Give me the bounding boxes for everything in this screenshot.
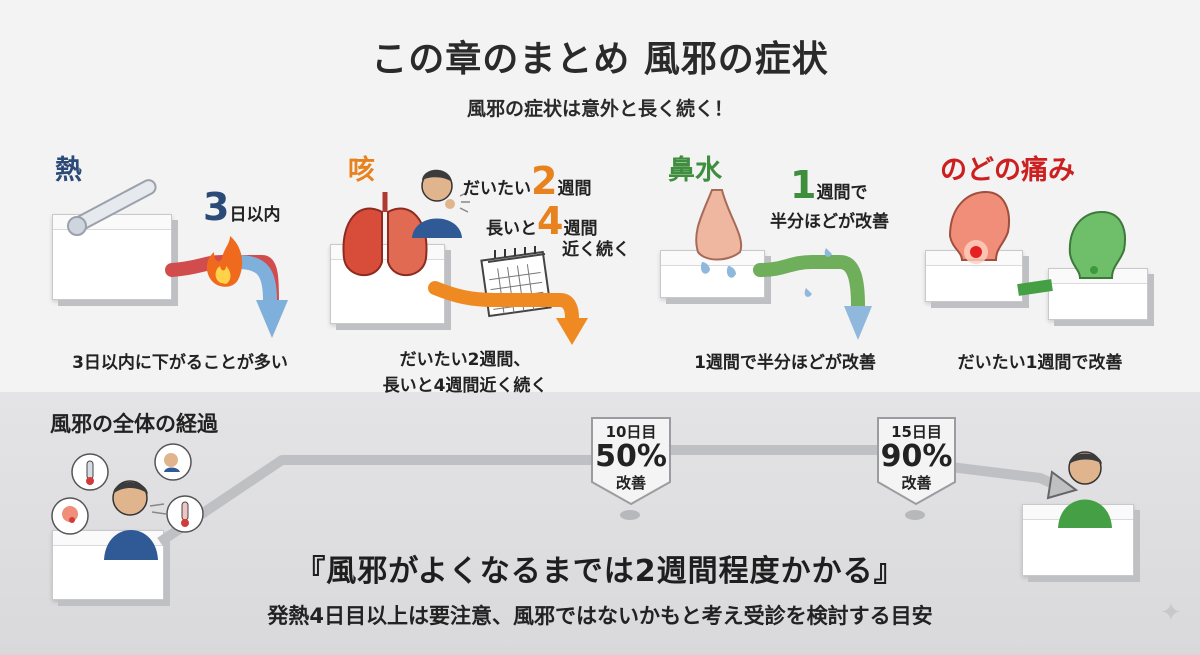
cough-number-4: 4	[537, 199, 564, 243]
sparkle-icon: ✦	[1160, 598, 1182, 628]
cough-caption-line2: 長いと4週間近く続く	[382, 376, 548, 396]
nose-icon	[695, 189, 743, 278]
cough-duration-line1: だいたい2週間	[463, 159, 592, 203]
cough-number-2: 2	[531, 159, 558, 203]
nose-caption: 1週間で半分ほどが改善	[694, 353, 876, 373]
summary-note: 発熱4日目以上は要注意、風邪ではないかもと考え受診を検討する目安	[267, 604, 933, 628]
coughing-person-icon	[412, 169, 470, 238]
runny-nose-title: 鼻水	[668, 155, 722, 186]
fever-duration: 3日以内	[203, 188, 280, 227]
lungs-icon	[342, 192, 428, 277]
milestone-10-label: 改善	[615, 474, 646, 492]
milestone-15-label: 改善	[901, 474, 932, 492]
page-title: この章のまとめ 風邪の症状	[371, 39, 829, 80]
sore-throat-title: のどの痛み	[940, 155, 1075, 186]
thermometer-icon	[67, 179, 157, 236]
milestone-15-percent: 90%	[880, 439, 953, 474]
nose-duration-line2: 半分ほどが改善	[770, 212, 889, 232]
sore-throat-bubble-icon	[51, 497, 89, 535]
fever-caption: 3日以内に下がることが多い	[72, 353, 288, 373]
cough-caption-line1: だいたい2週間、	[399, 350, 531, 370]
page-subtitle: 風邪の症状は意外と長く続く！	[466, 98, 733, 120]
fever-title: 熱	[55, 155, 82, 186]
milestone-15: 15日目 90% 改善	[878, 421, 955, 493]
thermometer-bubble-icon	[71, 453, 109, 491]
sore-throat-caption: だいたい1週間で改善	[957, 353, 1123, 373]
sick-person-icon	[104, 480, 167, 560]
milestone-15-callout	[877, 417, 956, 506]
cough-bubble-icon	[154, 443, 192, 481]
cough-duration-line3: 近く続く	[562, 240, 630, 260]
fire-icon	[206, 236, 243, 287]
nose-arrow	[753, 255, 865, 313]
cough-duration-line2: 長いと4週間	[486, 199, 598, 243]
cough-arrow	[428, 281, 579, 325]
timeline-heading: 風邪の全体の経過	[50, 412, 218, 436]
fever-big-number: 3	[203, 185, 230, 229]
milestone-10: 10日目 50% 改善	[592, 421, 670, 493]
milestone-10-day: 10日目	[605, 423, 657, 441]
milestone-10-percent: 50%	[595, 439, 667, 474]
milestone-10-callout	[591, 417, 671, 506]
thermometer-hot-bubble-icon	[166, 495, 204, 533]
milestone-15-day: 15日目	[891, 423, 942, 441]
healthy-head-icon	[1068, 210, 1126, 279]
throat-arrow	[1017, 279, 1053, 296]
recovered-person-icon	[1058, 451, 1112, 528]
timeline-path	[157, 445, 1061, 547]
cough-title: 咳	[348, 155, 375, 186]
summary-quote: 『風邪がよくなるまでは2週間程度かかる』	[295, 554, 905, 589]
nose-big-number: 1	[790, 163, 817, 207]
throat-pedestal-before	[925, 250, 1023, 302]
sore-throat-head-icon	[948, 190, 1010, 264]
fever-duration-suffix: 日以内	[229, 205, 281, 225]
nose-duration-line1: 1週間で	[790, 163, 868, 207]
